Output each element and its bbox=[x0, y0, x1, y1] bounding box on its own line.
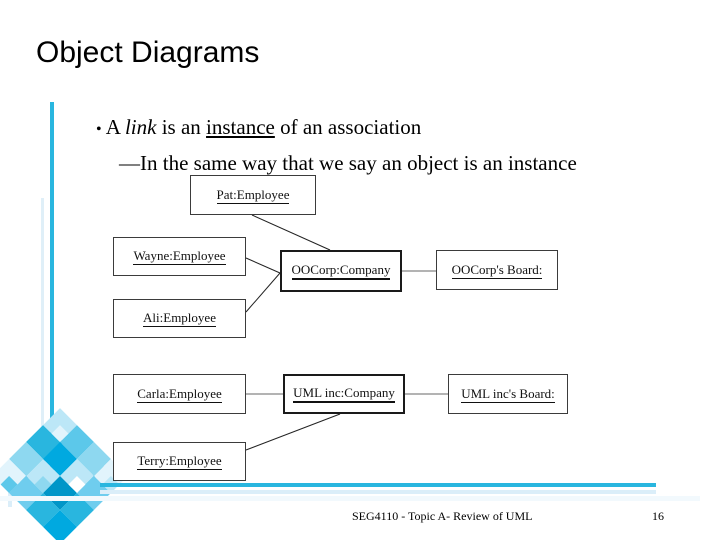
object-label: OOCorp:Company bbox=[291, 262, 391, 280]
footer-text: SEG4110 - Topic A- Review of UML bbox=[352, 509, 533, 523]
object-box-uml-inc[interactable]: UML inc:Company bbox=[283, 374, 405, 414]
object-box-oocorp-board[interactable]: OOCorp's Board: bbox=[436, 250, 558, 290]
object-box-pat[interactable]: Pat:Employee bbox=[190, 175, 316, 215]
object-box-wayne[interactable]: Wayne:Employee bbox=[113, 237, 246, 276]
object-label: Wayne:Employee bbox=[133, 248, 226, 265]
link-ali-oocorp bbox=[245, 272, 281, 313]
bullet-marker-icon: • bbox=[96, 121, 102, 138]
object-box-ali[interactable]: Ali:Employee bbox=[113, 299, 246, 338]
bullet-level1-part-b: is an bbox=[156, 115, 207, 139]
bullet-level2-label: In the same way that we say an object is… bbox=[140, 151, 577, 175]
footer-page-number: 16 bbox=[652, 509, 664, 523]
object-label: Terry:Employee bbox=[137, 453, 222, 470]
body-text-block: • A link is an instance of an associatio… bbox=[96, 114, 696, 177]
bullet-level1-part-a: A bbox=[105, 115, 125, 139]
object-label: Pat:Employee bbox=[216, 186, 290, 204]
bullet-level2-marker-icon: — bbox=[119, 151, 140, 175]
object-label: Ali:Employee bbox=[143, 310, 216, 327]
page-title: Object Diagrams bbox=[36, 36, 260, 69]
bullet-level1: • A link is an instance of an associatio… bbox=[96, 114, 696, 143]
bullet-level1-part-c: of an association bbox=[274, 115, 422, 139]
link-terry-umlinc bbox=[245, 413, 341, 451]
object-box-uml-inc-board[interactable]: UML inc's Board: bbox=[448, 374, 568, 414]
bullet-level1-underlined: instance bbox=[206, 115, 275, 139]
object-box-terry[interactable]: Terry:Employee bbox=[113, 442, 246, 481]
object-box-carla[interactable]: Carla:Employee bbox=[113, 374, 246, 414]
object-label: Carla:Employee bbox=[137, 385, 222, 403]
link-pat-oocorp bbox=[251, 214, 331, 251]
object-label: UML inc:Company bbox=[293, 385, 395, 403]
object-box-oocorp[interactable]: OOCorp:Company bbox=[280, 250, 402, 292]
object-label: OOCorp's Board: bbox=[451, 261, 543, 279]
bullet-level1-emphasis: link bbox=[124, 115, 157, 139]
link-wayne-oocorp bbox=[245, 257, 281, 274]
bullet-level2: —In the same way that we say an object i… bbox=[96, 150, 696, 177]
object-label: UML inc's Board: bbox=[461, 385, 555, 403]
